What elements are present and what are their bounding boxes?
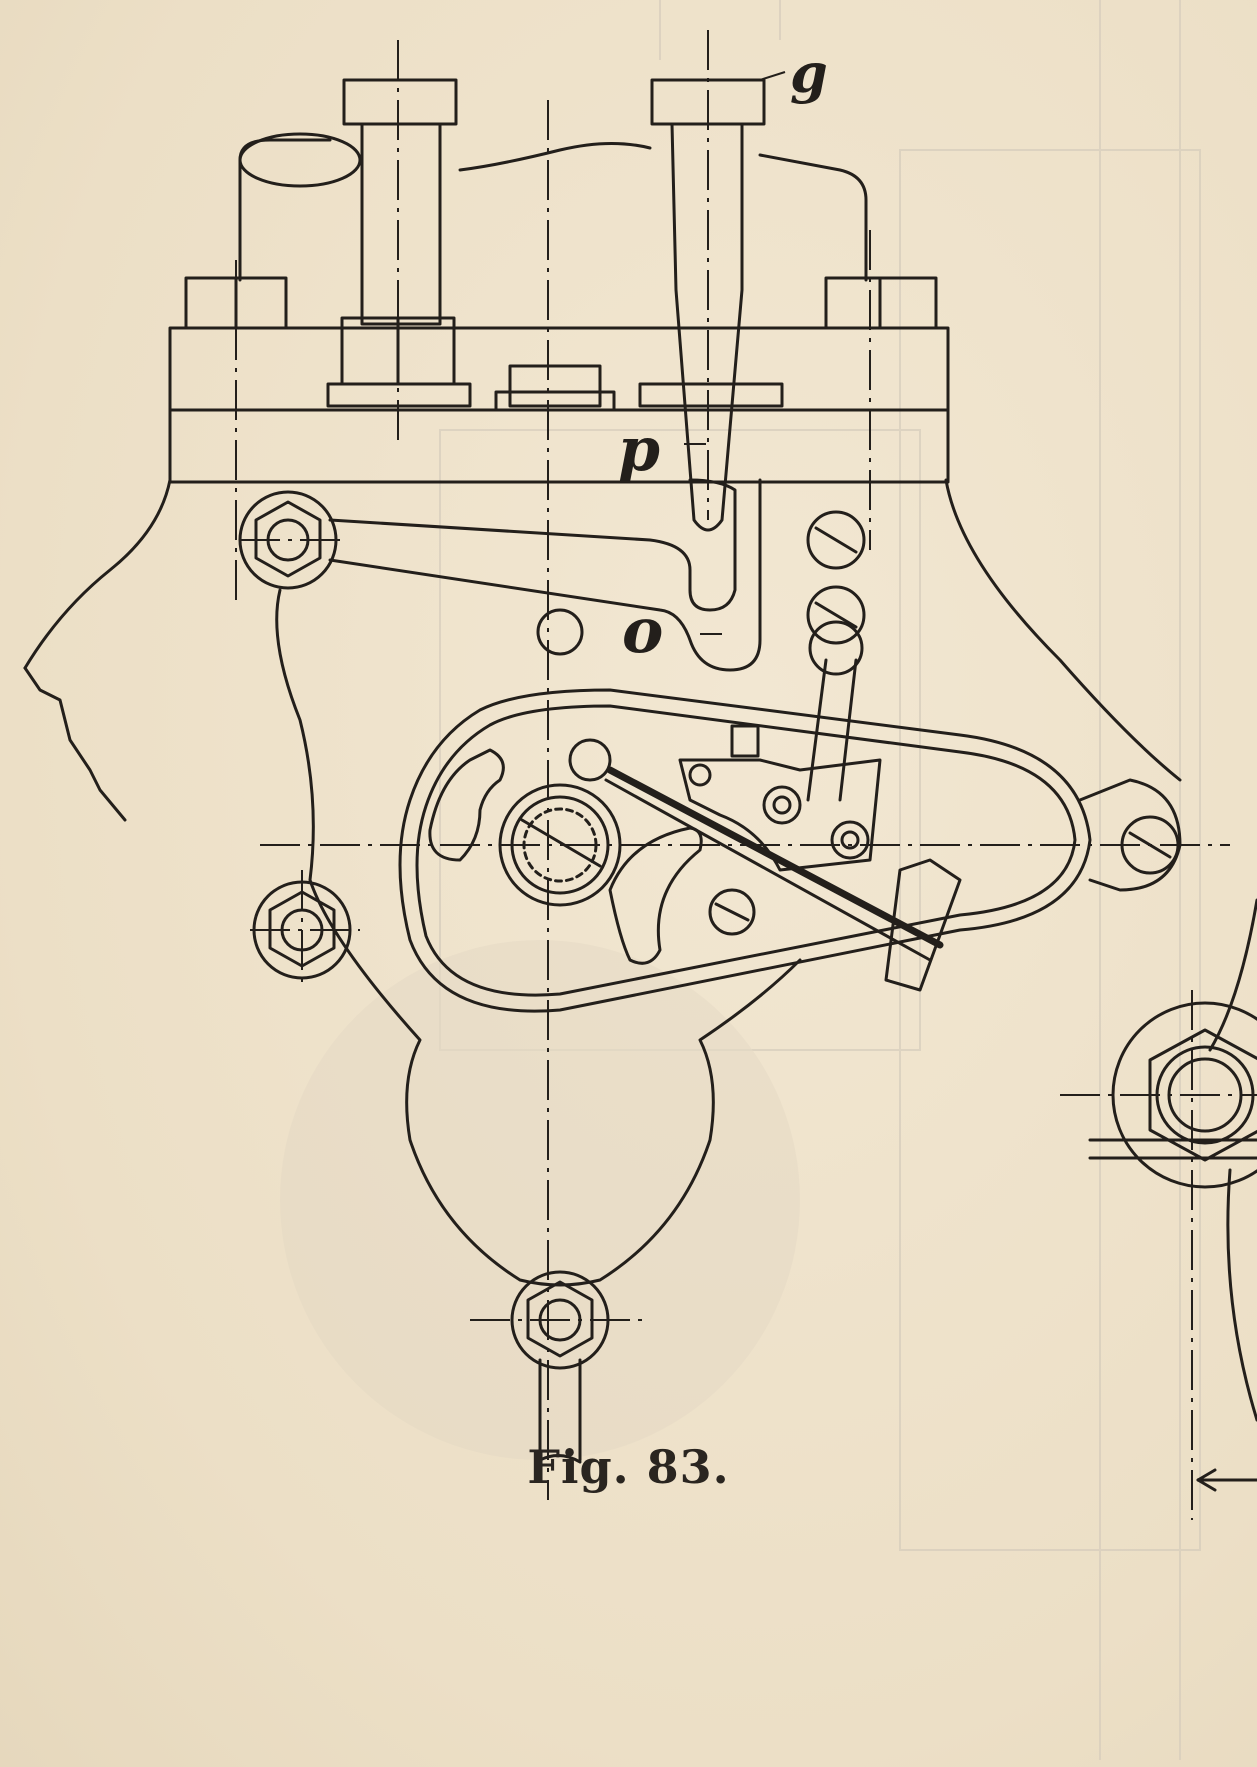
cam-screw: [708, 888, 756, 936]
cover-outline: [238, 138, 868, 282]
center-nut: [508, 364, 602, 408]
screw-2: [806, 585, 866, 645]
screw-1: [806, 510, 866, 570]
bolt-g: [638, 78, 784, 532]
label-g: g: [759, 41, 828, 105]
cap-plate: [168, 326, 950, 412]
cam-plate: [398, 688, 1092, 1013]
pin: [568, 738, 612, 782]
adjust-screw: [884, 858, 962, 992]
nut-right: [824, 276, 938, 330]
housing-outline: [23, 478, 1182, 782]
lever-o: [328, 478, 762, 672]
svg-text:p: p: [618, 415, 660, 485]
right-bolt: [1088, 898, 1257, 1492]
svg-text:o: o: [622, 594, 663, 667]
center-lines: [235, 30, 1257, 1520]
small-hole: [536, 608, 584, 656]
lower-housing: [275, 588, 802, 1287]
right-lug: [1078, 778, 1182, 892]
broken-edge: [23, 666, 127, 822]
cover-bulge: [238, 132, 362, 188]
svg-text:g: g: [790, 41, 828, 105]
contact-screw-2: [830, 820, 870, 860]
lower-plate: [168, 408, 950, 484]
contact-screw-1: [762, 785, 802, 825]
breaker-spring: [606, 766, 944, 949]
slot-lower: [608, 826, 703, 965]
rod: [806, 658, 858, 802]
slot-left: [428, 748, 505, 862]
figure-caption: Fig. 83.: [527, 1440, 730, 1494]
label-p: p: [618, 415, 706, 485]
label-o: o: [622, 594, 722, 667]
